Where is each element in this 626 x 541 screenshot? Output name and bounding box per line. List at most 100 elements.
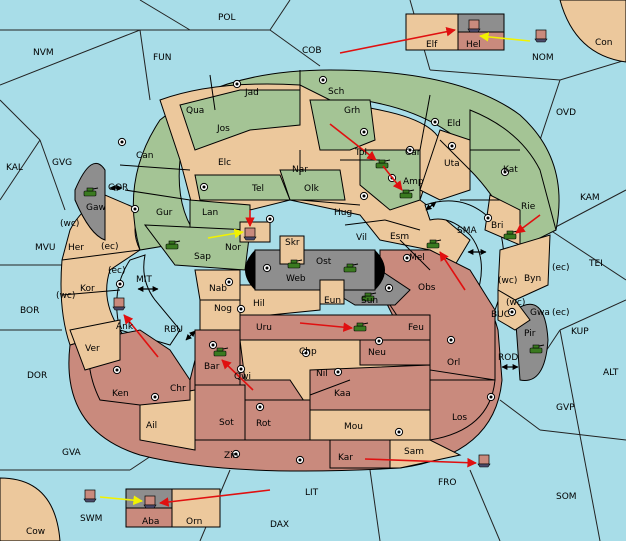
label-olk: Olk	[304, 184, 320, 194]
coast-labels: (wc) (ec) (ec) (wc) (wc) (ec) (wc) (ec)	[56, 219, 570, 318]
label-gor: GOR	[108, 183, 128, 193]
uta	[419, 129, 471, 201]
supply-center-icon	[301, 348, 311, 358]
label-con: Con	[595, 38, 613, 48]
label-hug: Hug	[334, 208, 352, 218]
coast-label: (wc)	[56, 291, 75, 301]
label-nar: Nar	[292, 165, 308, 175]
label-nvm: NVM	[33, 48, 54, 58]
label-bar: Bar	[204, 362, 220, 372]
label-mel: Mel	[409, 253, 425, 263]
jos-area	[179, 89, 301, 151]
label-sch: Sch	[328, 87, 344, 97]
fleet-nom[interactable]	[534, 29, 548, 43]
supply-center-icon	[447, 141, 457, 151]
coast-label: (ec)	[552, 308, 570, 318]
label-nil: Nil	[316, 369, 328, 379]
label-kar: Kar	[338, 453, 353, 463]
supply-center-icon	[446, 335, 456, 345]
supply-center-icon	[359, 191, 369, 201]
label-rie: Rie	[521, 202, 536, 212]
land-borders	[61, 70, 520, 396]
label-bri: Bri	[491, 221, 503, 231]
label-ost: Ost	[316, 257, 332, 267]
label-gaw: Gaw	[86, 203, 106, 213]
label-alt: ALT	[603, 368, 619, 378]
fleet-hel[interactable]	[467, 19, 481, 33]
supply-center-icon	[231, 449, 241, 459]
label-dor: DOR	[27, 371, 47, 381]
region-eun[interactable]	[319, 279, 345, 305]
label-mvu: MVU	[35, 243, 56, 253]
label-jad: Jad	[244, 88, 259, 98]
label-tel: Tel	[251, 184, 264, 194]
region-orn[interactable]	[171, 488, 221, 528]
label-uru: Uru	[256, 323, 272, 333]
supply-center-icon	[295, 455, 305, 465]
label-chr: Chr	[170, 384, 186, 394]
connection-arrows	[109, 185, 519, 370]
coast-label: (wc)	[60, 219, 79, 229]
label-nog: Nog	[214, 304, 232, 314]
fleet-ank[interactable]	[112, 297, 126, 311]
mou	[309, 409, 431, 441]
label-kaa: Kaa	[334, 389, 351, 399]
label-gvp: GVP	[556, 403, 575, 413]
region-skr[interactable]	[279, 235, 305, 265]
label-pir: Pir	[524, 329, 536, 339]
label-gva: GVA	[62, 448, 82, 458]
kaa	[309, 364, 431, 411]
label-hil: Hil	[253, 299, 265, 309]
supply-center-icon	[262, 263, 272, 273]
label-uta: Uta	[444, 159, 460, 169]
supply-center-icon	[236, 364, 246, 374]
label-los: Los	[452, 413, 467, 423]
supply-center-icon	[394, 427, 404, 437]
order-arrows	[99, 26, 541, 507]
coast-label: (ec)	[108, 266, 126, 276]
label-amp: Amp	[403, 177, 424, 187]
supply-center-icon	[359, 127, 369, 137]
supply-center-icon	[130, 204, 140, 214]
tel-area	[194, 174, 291, 201]
supply-center-icon	[117, 137, 127, 147]
region-gaw[interactable]	[74, 162, 106, 241]
supply-center-icon	[507, 307, 517, 317]
label-elc: Elc	[218, 158, 231, 168]
label-qwi: Qwi	[234, 372, 251, 382]
label-orn: Orn	[186, 517, 202, 527]
supply-center-icon	[374, 336, 384, 346]
region-ost[interactable]	[254, 249, 376, 291]
label-cow: Cow	[26, 527, 45, 537]
supply-center-icon	[500, 167, 510, 177]
label-web: Web	[286, 274, 306, 284]
sot	[194, 384, 246, 441]
supply-center-icon	[112, 365, 122, 375]
ver	[69, 319, 121, 371]
supply-center-icon	[255, 402, 265, 412]
label-eun: Eun	[324, 296, 341, 306]
fleet-aba[interactable]	[143, 495, 157, 509]
supply-center-icon	[402, 253, 412, 263]
label-tol: Tol	[354, 148, 367, 158]
label-hel: Hel	[466, 40, 481, 50]
supply-center-icon	[318, 75, 328, 85]
label-ovd: OVD	[556, 108, 576, 118]
fleet-fro[interactable]	[477, 454, 491, 468]
fleet-swm[interactable]	[83, 489, 97, 503]
label-byn: Byn	[524, 274, 541, 284]
fleet-nor[interactable]	[243, 227, 257, 241]
label-nom: NOM	[532, 53, 554, 63]
region-hel[interactable]	[457, 31, 505, 51]
label-gur: Gur	[156, 208, 173, 218]
label-skr: Skr	[285, 238, 300, 248]
label-car: Car	[405, 148, 421, 158]
label-qua: Qua	[186, 106, 204, 116]
label-cob: COB	[302, 46, 322, 56]
label-buc: BUC	[491, 310, 510, 320]
label-ken: Ken	[112, 389, 129, 399]
supply-center-icon	[150, 392, 160, 402]
label-lit: LIT	[305, 488, 319, 498]
label-vil: Vil	[356, 233, 367, 243]
